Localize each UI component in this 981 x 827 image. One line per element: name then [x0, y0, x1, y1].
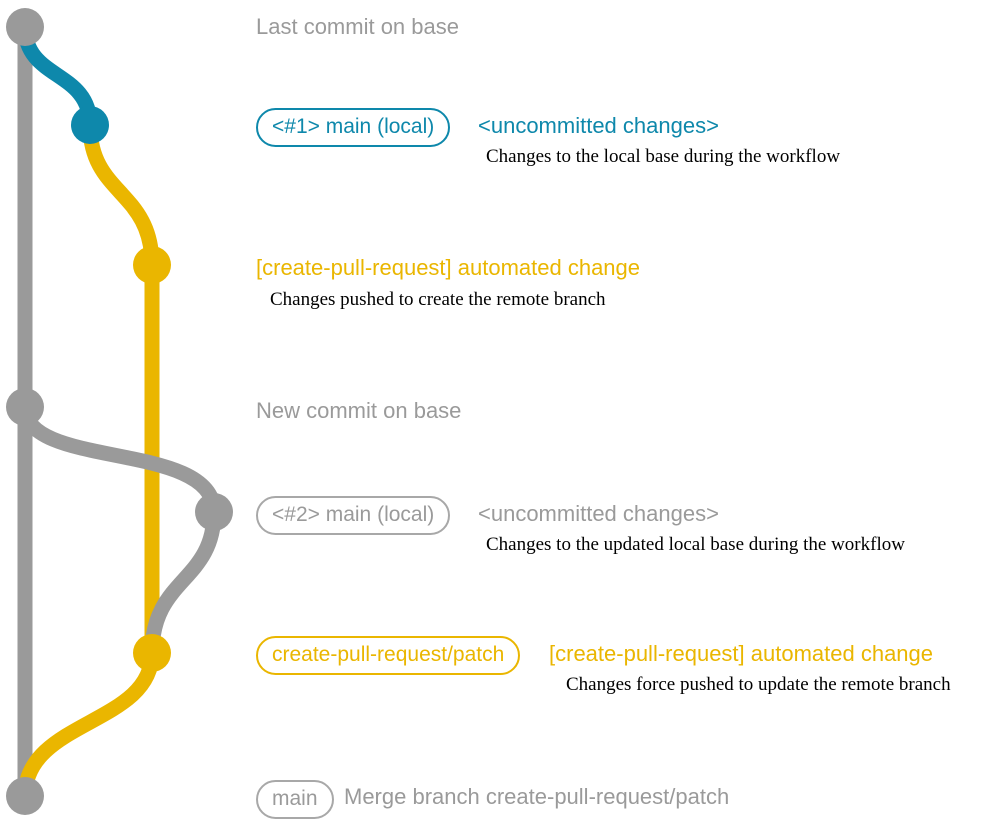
commit-node-local-1[interactable] [71, 106, 109, 144]
subline-pushed-create-remote-branch: Changes pushed to create the remote bran… [270, 289, 606, 310]
headline-automated-change-2: [create-pull-request] automated change [549, 641, 934, 666]
branch-pill-main-local-2[interactable]: <#2> main (local) [256, 496, 451, 535]
branch-pill-main[interactable]: main [256, 780, 334, 819]
subline-force-pushed-update-remote-branch: Changes force pushed to update the remot… [566, 674, 951, 695]
subline-local-base-changes: Changes to the local base during the wor… [486, 146, 841, 167]
headline-merge-branch: Merge branch create-pull-request/patch [344, 784, 730, 809]
headline-new-commit-on-base: New commit on base [256, 398, 462, 423]
edge-local1-to-patch1 [82, 117, 160, 273]
headline-uncommitted-changes-1: <uncommitted changes> [478, 113, 719, 138]
headline-last-commit-on-base: Last commit on base [256, 14, 459, 39]
commit-node-base-merge[interactable] [6, 777, 44, 815]
commit-node-patch-2[interactable] [133, 634, 171, 672]
edge-basenew-to-local2 [17, 399, 222, 520]
headline-uncommitted-changes-2: <uncommitted changes> [478, 501, 719, 526]
edge-patch2-to-merge [17, 645, 160, 804]
commit-node-base-new[interactable] [6, 388, 44, 426]
edge-local2-to-patch2 [144, 504, 222, 661]
branch-pill-create-pull-request-patch[interactable]: create-pull-request/patch [256, 636, 521, 675]
headline-automated-change-1: [create-pull-request] automated change [256, 255, 641, 280]
commit-node-local-2[interactable] [195, 493, 233, 531]
commit-node-base-top[interactable] [6, 8, 44, 46]
subline-updated-local-base-changes: Changes to the updated local base during… [486, 534, 905, 555]
commit-node-patch-1[interactable] [133, 246, 171, 284]
branch-pill-main-local-1[interactable]: <#1> main (local) [256, 108, 451, 147]
